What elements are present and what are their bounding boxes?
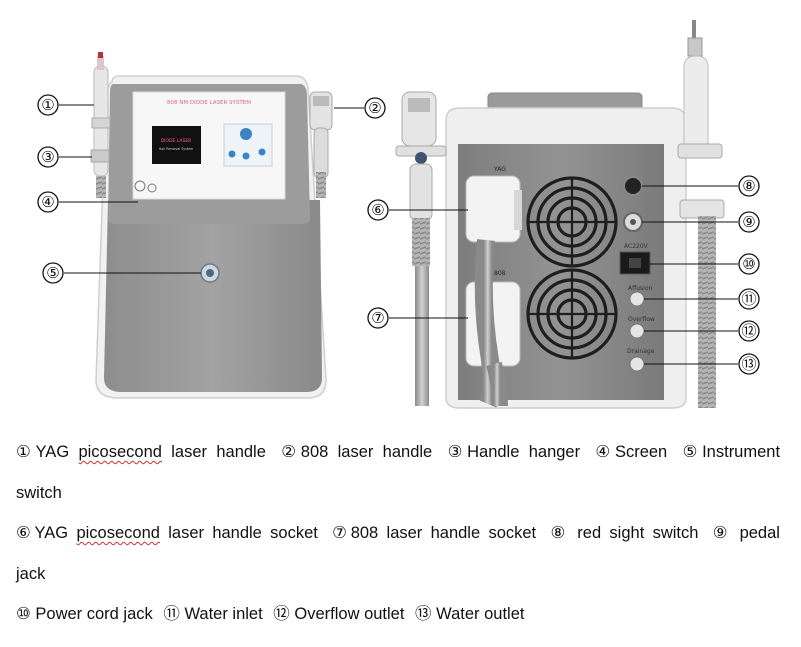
legend-item-9: ⑨ pedal <box>712 524 780 542</box>
legend-item-4: ④Screen <box>595 443 668 461</box>
gear-logo-icon <box>134 180 157 193</box>
legend-item-13: ⑬ Water outlet <box>415 605 525 623</box>
callout-11: ⑪ <box>741 290 756 308</box>
legend: ①YAG picosecond laser handle ②808 laser … <box>16 432 786 635</box>
legend-item-12: ⑫ Overflow outlet <box>273 605 405 623</box>
svg-text:Drainage: Drainage <box>627 348 655 355</box>
callout-5: ⑤ <box>46 264 59 282</box>
legend-item-7: ⑦808 laser handle socket <box>332 524 537 542</box>
legend-item-11: ⑪ Water inlet <box>163 605 263 623</box>
fan-top <box>526 176 618 268</box>
callout-7: ⑦ <box>371 309 384 327</box>
legend-item-3: ③Handle hanger <box>447 443 581 461</box>
front-808-handle <box>309 91 333 198</box>
yag-socket: YAG <box>465 166 522 243</box>
device-diagram: 808 NM DIODE LASER SYSTEM DIODE LASER Ha… <box>37 20 760 409</box>
legend-line-3: ⑥YAG picosecond laser handle socket ⑦808… <box>16 513 786 554</box>
screen-display <box>152 126 201 164</box>
callout-2: ② <box>368 99 381 117</box>
front-body <box>104 200 322 392</box>
svg-text:808: 808 <box>494 270 506 277</box>
svg-text:AC220V: AC220V <box>624 243 649 250</box>
legend-item-1: ①YAG picosecond laser handle <box>16 443 266 461</box>
callout-12: ⑫ <box>741 322 756 340</box>
svg-text:Overflow: Overflow <box>628 316 655 323</box>
screen-title: 808 NM DIODE LASER SYSTEM <box>167 100 251 106</box>
yag-hose <box>474 239 501 408</box>
callout-1: ① <box>41 96 54 114</box>
legend-item-10: ⑩ Power cord jack <box>16 605 153 623</box>
svg-text:Affusion: Affusion <box>628 285 653 292</box>
display-line1: DIODE LASER <box>161 138 192 144</box>
power-cord-jack: AC220V <box>619 243 651 275</box>
fan-bottom <box>526 268 618 360</box>
callout-4: ④ <box>41 193 54 211</box>
back-808-handle <box>395 91 447 406</box>
instrument-switch <box>200 263 220 283</box>
callouts: ① ② ③ ④ ⑤ ⑥ ⑦ ⑧ ⑨ ⑩ <box>37 94 760 375</box>
legend-line-5: ⑩ Power cord jack ⑪ Water inlet ⑫ Overfl… <box>16 594 786 635</box>
svg-text:YAG: YAG <box>493 166 506 173</box>
back-view: YAG 808 AC220V Affusion Overflow Dra <box>395 20 725 409</box>
red-sight-switch <box>623 176 643 196</box>
callout-6: ⑥ <box>371 201 384 219</box>
legend-item-5: ⑤Instrument <box>682 443 781 461</box>
legend-item-6: ⑥YAG picosecond laser handle socket <box>16 524 318 542</box>
hose-808 <box>486 361 508 407</box>
callout-3: ③ <box>41 148 54 166</box>
callout-8: ⑧ <box>742 177 755 195</box>
display-line2: Hair Removal System <box>159 147 193 151</box>
callout-10: ⑩ <box>742 255 755 273</box>
callout-9: ⑨ <box>742 213 755 231</box>
front-yag-handle <box>90 52 111 198</box>
legend-line-4: jack <box>16 564 46 583</box>
legend-item-8: ⑧ red sight switch <box>550 524 699 542</box>
legend-line-2: switch <box>16 483 62 502</box>
callout-13: ⑬ <box>741 355 756 373</box>
legend-line-1: ①YAG picosecond laser handle ②808 laser … <box>16 432 786 473</box>
front-view: 808 NM DIODE LASER SYSTEM DIODE LASER Ha… <box>90 52 333 399</box>
legend-item-2: ②808 laser handle <box>281 443 433 461</box>
